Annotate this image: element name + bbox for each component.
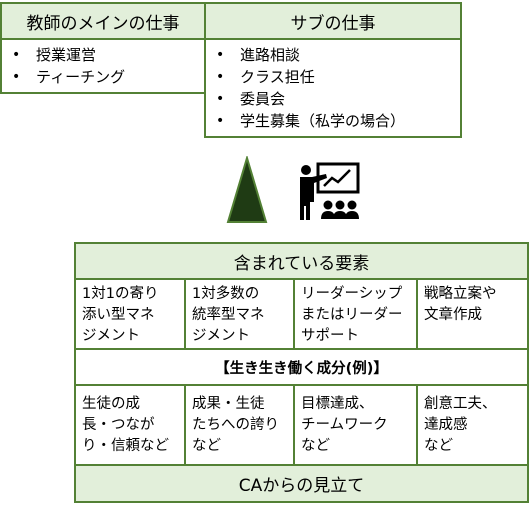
element-cell: 1対1の寄り 添い型マネ ジメント	[76, 280, 186, 348]
teacher-presentation-icon	[300, 162, 360, 220]
element-line: またはリーダー	[301, 307, 403, 323]
element-line: サポート	[301, 328, 359, 344]
elements-grid: 含まれている要素 1対1の寄り 添い型マネ ジメント 1対多数の 統率型マネ ジ…	[74, 242, 529, 503]
element-line: 戦略立案や	[424, 286, 497, 302]
triangle-icon	[226, 156, 268, 223]
element-line: 1対1の寄り	[82, 286, 159, 302]
element-line: チームワーク	[301, 417, 388, 433]
elements-bottom-row: 生徒の成 長・つなが り・信頼など 成果・生徒 たちへの誇り など 目標達成、 …	[76, 386, 527, 466]
element-line: 添い型マネ	[82, 307, 155, 323]
main-role-item: 授業運営	[2, 44, 125, 66]
main-role-list: 授業運営 ティーチング	[2, 44, 125, 88]
element-cell: 目標達成、 チームワーク など	[295, 386, 418, 464]
element-line: など	[192, 438, 221, 454]
main-role-item: ティーチング	[2, 66, 125, 88]
element-line: など	[424, 438, 453, 454]
element-cell: 創意工夫、 達成感 など	[418, 386, 527, 464]
element-line: 長・つなが	[82, 417, 155, 433]
key-label: 【生き生き働く成分(例)】	[76, 350, 527, 386]
element-line: など	[301, 438, 330, 454]
sub-role-item: 委員会	[206, 88, 405, 110]
main-role-title: 教師のメインの仕事	[0, 2, 206, 40]
element-line: たちへの誇り	[192, 417, 279, 433]
elements-top-row: 1対1の寄り 添い型マネ ジメント 1対多数の 統率型マネ ジメント リーダーシ…	[76, 280, 527, 350]
sub-role-title: サブの仕事	[204, 2, 462, 40]
element-line: 成果・生徒	[192, 396, 265, 412]
element-cell: 成果・生徒 たちへの誇り など	[186, 386, 295, 464]
element-line: 統率型マネ	[192, 307, 265, 323]
element-line: 創意工夫、	[424, 396, 497, 412]
element-line: 1対多数の	[192, 286, 260, 302]
element-line: ジメント	[82, 328, 140, 344]
elements-footer: CAからの見立て	[76, 466, 527, 501]
element-line: り・信頼など	[82, 438, 169, 454]
element-cell: リーダーシップ またはリーダー サポート	[295, 280, 418, 348]
element-line: 達成感	[424, 417, 468, 433]
sub-role-item: 学生募集（私学の場合）	[206, 110, 405, 132]
sub-role-item: クラス担任	[206, 66, 405, 88]
sub-role-item: 進路相談	[206, 44, 405, 66]
element-line: 文章作成	[424, 307, 482, 323]
element-line: リーダーシップ	[301, 286, 403, 302]
element-line: 目標達成、	[301, 396, 374, 412]
sub-role-list: 進路相談 クラス担任 委員会 学生募集（私学の場合）	[206, 44, 405, 132]
element-line: ジメント	[192, 328, 250, 344]
sub-role-box: サブの仕事 進路相談 クラス担任 委員会 学生募集（私学の場合）	[204, 2, 462, 138]
element-cell: 戦略立案や 文章作成	[418, 280, 527, 348]
main-role-box: 教師のメインの仕事 授業運営 ティーチング	[0, 2, 206, 94]
element-cell: 生徒の成 長・つなが り・信頼など	[76, 386, 186, 464]
element-line: 生徒の成	[82, 396, 140, 412]
element-cell: 1対多数の 統率型マネ ジメント	[186, 280, 295, 348]
elements-title: 含まれている要素	[76, 244, 527, 280]
